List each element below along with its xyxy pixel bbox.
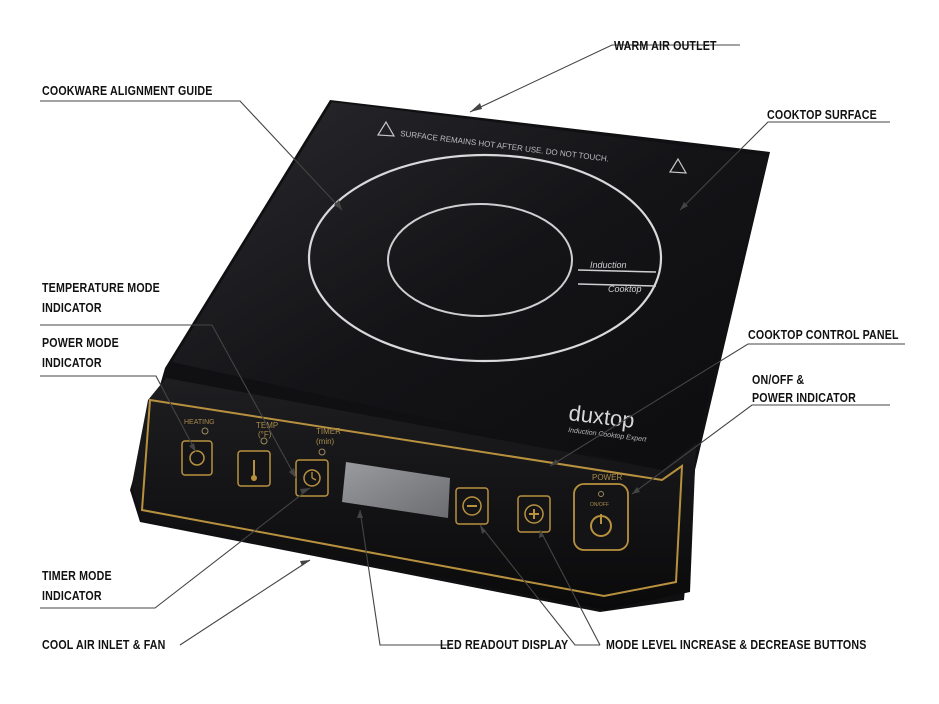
- callout-on-off-line2: POWER INDICATOR: [752, 390, 856, 405]
- callout-power-mode-line1: POWER MODE: [42, 335, 119, 350]
- temp-unit-label: (°F): [258, 430, 272, 439]
- callout-led-readout: LED READOUT DISPLAY: [440, 637, 569, 652]
- callout-warm-air-outlet: WARM AIR OUTLET: [614, 38, 717, 53]
- heating-button: [181, 440, 213, 476]
- inner-ring: [387, 203, 573, 317]
- plus-icon: [524, 504, 544, 524]
- warning-icon-left: [376, 120, 396, 137]
- callout-cooktop-surface: COOKTOP SURFACE: [767, 107, 877, 122]
- ring-label-cooktop: Cooktop: [608, 284, 642, 294]
- warning-icon-right: [668, 157, 688, 174]
- callout-on-off-line1: ON/OFF &: [752, 372, 805, 387]
- callout-timer-mode-line1: TIMER MODE: [42, 568, 112, 583]
- power-label: POWER: [592, 473, 622, 482]
- on-off-label: ON/OFF: [590, 502, 609, 508]
- callout-cookware-alignment-guide: COOKWARE ALIGNMENT GUIDE: [42, 83, 213, 98]
- callout-lines: [40, 44, 905, 646]
- callout-power-mode-line2: INDICATOR: [42, 355, 102, 370]
- callout-temperature-mode-line1: TEMPERATURE MODE: [42, 280, 160, 295]
- led-display: [342, 462, 450, 518]
- outer-ring: [307, 153, 663, 363]
- callout-temperature-mode-line2: INDICATOR: [42, 300, 102, 315]
- clock-icon: [303, 469, 321, 487]
- flame-icon: [189, 450, 205, 466]
- callout-timer-mode-line2: INDICATOR: [42, 588, 102, 603]
- callout-cool-air-inlet: COOL AIR INLET & FAN: [42, 637, 166, 652]
- callout-mode-level-buttons: MODE LEVEL INCREASE & DECREASE BUTTONS: [606, 637, 867, 652]
- timer-label: TIMER: [316, 427, 341, 436]
- control-panel-border: [140, 398, 684, 598]
- timer-unit-label: (min): [316, 437, 335, 446]
- cooktop-surface: [172, 102, 768, 470]
- callout-cooktop-control-panel: COOKTOP CONTROL PANEL: [748, 327, 899, 342]
- callout-arrowheads: [189, 103, 688, 566]
- ring-label-induction: Induction: [590, 260, 627, 270]
- minus-icon: [462, 496, 482, 516]
- heating-label: HEATING: [184, 419, 215, 426]
